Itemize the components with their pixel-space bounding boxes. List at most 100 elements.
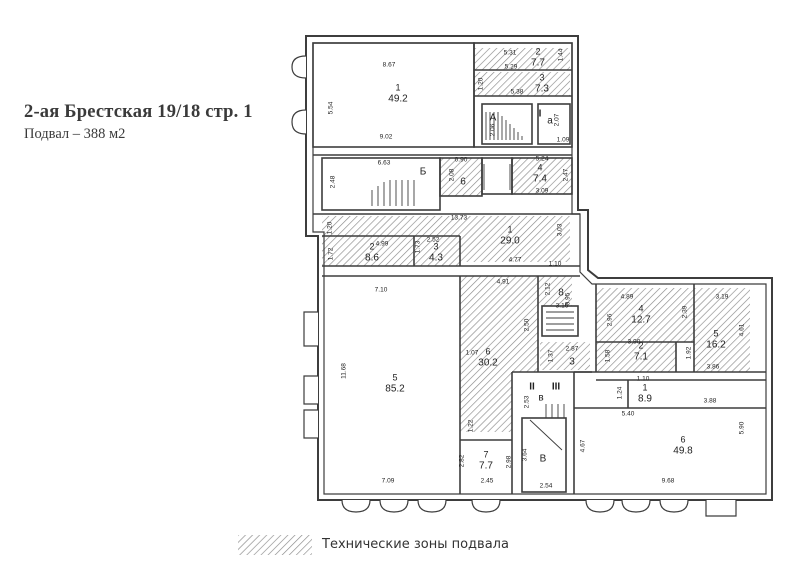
window-left-3 <box>303 409 318 439</box>
window-bottom-4 <box>471 499 501 513</box>
room-label-ra: а <box>547 116 553 127</box>
page-subtitle: Подвал – 388 м2 <box>24 126 126 142</box>
dimension-label: 4.99 <box>376 241 389 248</box>
room-number-r1m: 1 <box>507 224 512 234</box>
window-left-top-2 <box>291 109 307 135</box>
window-bottom-1 <box>341 499 371 513</box>
dimension-label: 2.54 <box>540 483 553 490</box>
stairs <box>371 112 574 451</box>
dimension-label: 4.61 <box>739 323 746 336</box>
dimension-label: 3.19 <box>716 294 729 301</box>
dimension-label: 4.91 <box>497 279 510 286</box>
room-number-r5r: 5 <box>713 328 718 338</box>
window-bottom-7 <box>659 499 689 513</box>
dimension-label: 5.40 <box>622 411 635 418</box>
dimension-label: 3.64 <box>522 448 529 461</box>
dimension-label: 2.39 <box>682 305 689 318</box>
room-label-r6t: 6 <box>460 177 466 188</box>
room-area-r4m: 7.4 <box>533 174 547 185</box>
dimension-label: 5.38 <box>511 89 524 96</box>
window-bottom-3 <box>417 499 447 513</box>
dimension-label: 1.37 <box>548 349 555 362</box>
dimension-label: 1.24 <box>617 386 624 399</box>
tech-zone-2r <box>596 342 676 372</box>
dimension-label: 5.29 <box>505 64 518 71</box>
dimension-label: 5.24 <box>536 156 549 163</box>
dimension-label: 3.09 <box>536 188 549 195</box>
dimension-label: 1.58 <box>605 349 612 362</box>
section-mark: I <box>539 109 542 120</box>
room-label-rV: В <box>540 454 547 465</box>
dimension-label: 1.22 <box>468 419 475 432</box>
dimension-label: 5.54 <box>328 101 335 114</box>
dimension-label: 2.53 <box>524 395 531 408</box>
dimension-label: 13.73 <box>451 215 468 222</box>
room-number-r4m: 4 <box>537 162 542 172</box>
room-number-r2r: 2 <box>638 340 643 350</box>
room-label-rB: Б <box>420 167 427 178</box>
dimension-label: 4.67 <box>580 439 587 452</box>
dimension-label: 5.90 <box>739 421 746 434</box>
room-number-r2t: 2 <box>535 46 540 56</box>
room-area-r1r: 8.9 <box>638 394 652 405</box>
dimension-label: 0.95 <box>565 292 572 305</box>
section-mark: III <box>552 382 561 393</box>
dimension-label: 2.98 <box>506 455 513 468</box>
tech-zone-4m <box>512 158 572 194</box>
tech-zone-2m <box>322 236 414 266</box>
room-area-r2t: 7.7 <box>531 58 545 69</box>
room-label-r3c: 3 <box>569 357 575 368</box>
dimension-label: 8.67 <box>383 62 396 69</box>
dimension-label: 3.88 <box>704 398 717 405</box>
room-area-r3t: 7.3 <box>535 84 549 95</box>
dimension-label: 9.68 <box>662 478 675 485</box>
technical-zones <box>322 48 750 432</box>
title-block: 2-ая Брестская 19/18 стр. 1 Подвал – 388… <box>24 102 253 143</box>
dimension-label: 2.48 <box>330 175 337 188</box>
dimension-label: 9.02 <box>380 134 393 141</box>
room-label-rv: в <box>538 393 543 404</box>
page-title: 2-ая Брестская 19/18 стр. 1 <box>24 102 253 122</box>
dimension-label: 2.07 <box>554 113 561 126</box>
dimension-label: 7.09 <box>382 478 395 485</box>
dimension-label: 2.47 <box>563 168 570 181</box>
dimension-label: 6.63 <box>378 160 391 167</box>
dimension-label: 2.12 <box>545 282 552 295</box>
dimension-label: 3.03 <box>557 223 564 236</box>
dimension-label: 2.45 <box>481 478 494 485</box>
room-number-r5: 5 <box>392 372 397 382</box>
dimension-label: 2.50 <box>524 318 531 331</box>
room-area-r6c: 30.2 <box>478 358 498 369</box>
dimension-label: 1.72 <box>328 247 335 260</box>
dimension-label: 1.07 <box>466 350 479 357</box>
dimension-label: 11.68 <box>341 363 348 379</box>
dimension-label: 1.92 <box>686 346 693 359</box>
tech-zone-1m <box>322 216 570 262</box>
walls <box>305 35 773 501</box>
room-area-r1: 49.2 <box>388 94 408 105</box>
room-number-r6r: 6 <box>680 434 685 444</box>
outer-wall <box>305 35 773 501</box>
room-number-r3m: 3 <box>433 241 438 251</box>
dimension-label: 5.31 <box>504 50 517 57</box>
room-area-r5: 85.2 <box>385 384 405 395</box>
dimension-label: 2.08 <box>449 168 456 181</box>
dimension-label: 3.16 <box>556 303 569 310</box>
dimension-label: 4.77 <box>509 257 522 264</box>
dimension-label: 1.20 <box>327 221 334 234</box>
room-area-r6r: 49.8 <box>673 446 693 457</box>
dimension-label: 0.90 <box>455 157 468 164</box>
tech-zone-3m <box>414 236 460 266</box>
dimension-label: 2.87 <box>566 346 579 353</box>
room-area-r3m: 4.3 <box>429 253 443 264</box>
dimension-label: 2.06 <box>490 123 497 136</box>
window-left-2 <box>303 375 318 405</box>
room-area-r2m: 8.6 <box>365 253 379 264</box>
room-area-r5r: 16.2 <box>706 340 726 351</box>
room-area-r4r: 12.7 <box>631 315 651 326</box>
room-area-r1m: 29.0 <box>500 236 520 247</box>
partitions <box>312 42 766 494</box>
